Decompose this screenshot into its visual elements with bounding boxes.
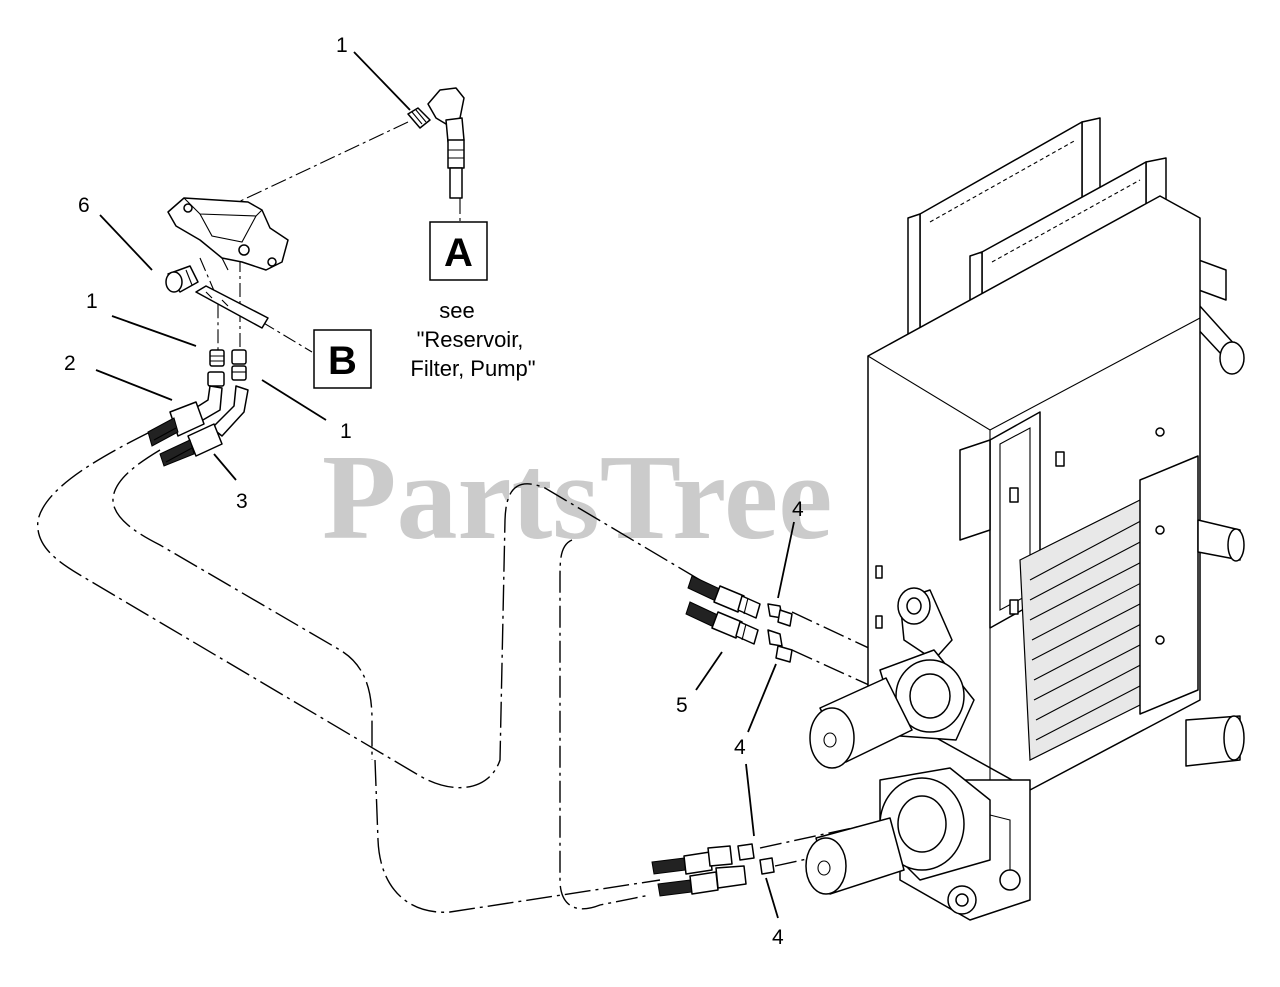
adapters-4-bottom [737,843,775,875]
watermark-text: PartsTree [322,430,832,565]
callout-1-left: 1 [86,290,98,313]
hose-ends-5 [685,575,761,645]
hose-end-3 [159,385,249,467]
elbow-fitting-top [407,87,465,199]
callout-2: 2 [64,352,76,375]
elbow-fitting-6 [165,265,199,293]
hydraulic-motor-lower [805,767,991,895]
callout-4-mid: 4 [734,736,746,759]
callouts: 1 6 1 2 1 3 4 5 4 4 [64,34,804,949]
callout-5: 5 [676,694,688,717]
callout-6: 6 [78,194,90,217]
reference-box-a: A [429,221,488,281]
hose-end-2 [147,385,223,447]
reference-b-label: B [328,339,357,383]
note-line-3: Filter, Pump" [410,356,535,381]
note-line-2: "Reservoir, [417,327,524,352]
reference-box-b: B [313,329,372,389]
note-line-1: see [439,298,474,323]
hydraulic-motor-upper [809,587,975,769]
callout-1-right: 1 [340,420,352,443]
hose-ends-bottom [651,845,747,897]
reference-a-label: A [444,231,473,275]
reference-a-note: see "Reservoir, Filter, Pump" [410,298,535,381]
straight-fittings-1 [207,349,247,387]
callout-4-bottom: 4 [772,926,784,949]
hose-routing-lines [37,431,906,913]
adapters-4-mid [767,603,793,663]
control-valve-block [167,197,289,271]
adapter-stem-b [195,285,269,329]
callout-1-top: 1 [336,34,348,57]
callout-3: 3 [236,490,248,513]
callout-4-top: 4 [792,498,804,521]
